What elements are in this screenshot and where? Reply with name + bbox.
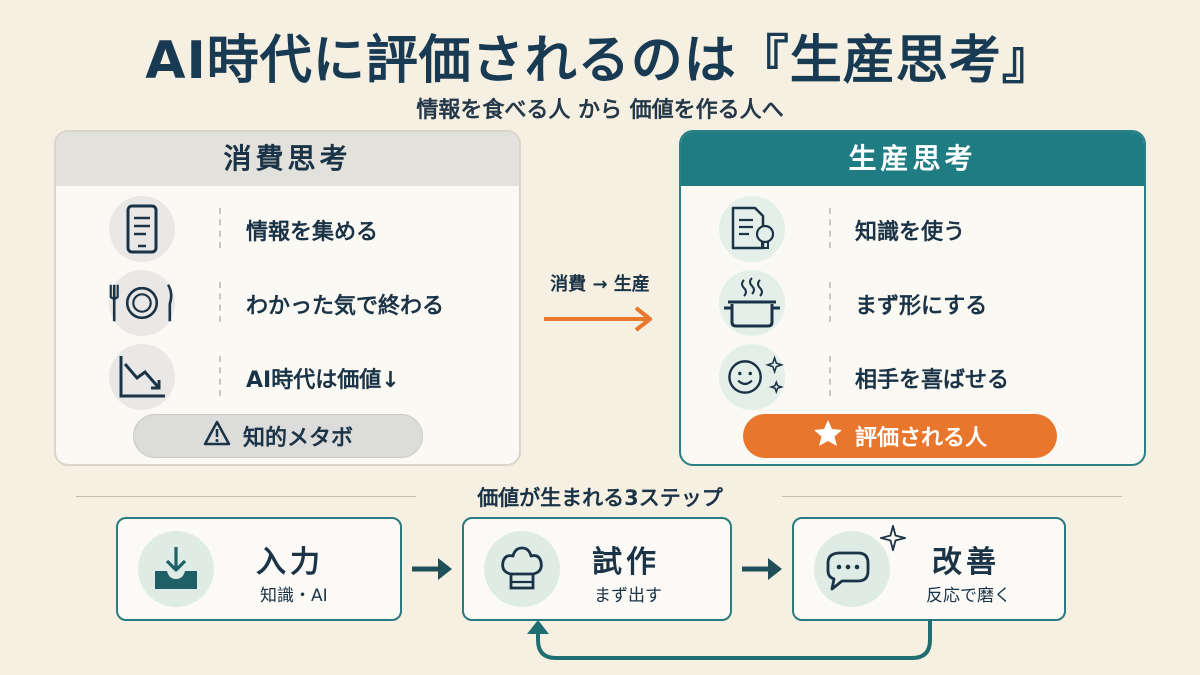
evaluated-person-badge: 評価される人 [743,414,1057,458]
chef-hat-icon [484,531,560,607]
row-divider [219,356,221,396]
consumption-panel-title: 消費思考 [56,132,519,186]
consumption-item: AI時代は価値↓ [56,344,519,410]
step-title: 入力 [256,545,324,580]
production-item: 相手を喜ばせる [681,344,1144,410]
production-item: まず形にする [681,270,1144,336]
step-subtitle: 知識・AI [260,586,328,606]
step-subtitle: まず出す [594,586,662,606]
sparkle-icon [877,522,909,555]
production-panel-title: 生産思考 [681,132,1144,186]
step-subtitle: 反応で磨く [926,586,1011,606]
step-arrow-icon [742,555,784,587]
smartphone-icon [109,196,175,262]
steps-section-title: 価値が生まれる3ステップ [477,486,723,510]
consumption-item: 情報を集める [56,196,519,262]
smiley-sparkle-icon [719,344,785,410]
page-subtitle: 情報を食べる人 から 価値を作る人へ [416,98,784,123]
row-divider [829,208,831,248]
row-divider [219,208,221,248]
row-divider [829,356,831,396]
step-prototype: 試作 まず出す [462,517,732,621]
section-divider-right [782,496,1122,497]
feedback-loop-arrow-icon [510,618,940,670]
step-arrow-icon [412,555,454,587]
section-divider-left [76,496,416,497]
intellectual-metabo-badge: 知的メタボ [133,414,423,458]
step-title: 試作 [592,545,660,580]
consumption-panel: 消費思考 情報を集める わかった気で終わる [54,130,521,466]
consumption-item: わかった気で終わる [56,270,519,336]
step-improve: 改善 反応で磨く [792,517,1066,621]
production-item-label: 相手を喜ばせる [855,368,1010,393]
downtrend-chart-icon [109,344,175,410]
consumption-item-label: わかった気で終わる [246,294,445,319]
inbox-download-icon [138,531,214,607]
row-divider [219,282,221,322]
step-title: 改善 [932,545,1000,580]
consumption-item-label: 情報を集める [246,220,379,245]
warning-icon [203,420,231,452]
cooking-pot-icon [719,270,785,336]
production-item: 知識を使う [681,196,1144,262]
plate-cutlery-icon [109,270,175,336]
badge-label: 知的メタボ [242,426,353,451]
page-title: AI時代に評価されるのは『生産思考』 [145,31,1055,91]
consumption-item-label: AI時代は価値↓ [246,368,400,393]
transition-label: 消費 → 生産 [550,274,650,295]
production-item-label: 知識を使う [855,220,966,245]
transition-arrow-icon [542,304,658,338]
production-item-label: まず形にする [855,294,988,319]
chat-bubble-sparkle-icon [814,531,890,607]
badge-label: 評価される人 [854,426,987,451]
star-icon [813,419,843,453]
document-lightbulb-icon [719,196,785,262]
production-panel: 生産思考 知識を使う [679,130,1146,466]
step-input: 入力 知識・AI [116,517,402,621]
row-divider [829,282,831,322]
